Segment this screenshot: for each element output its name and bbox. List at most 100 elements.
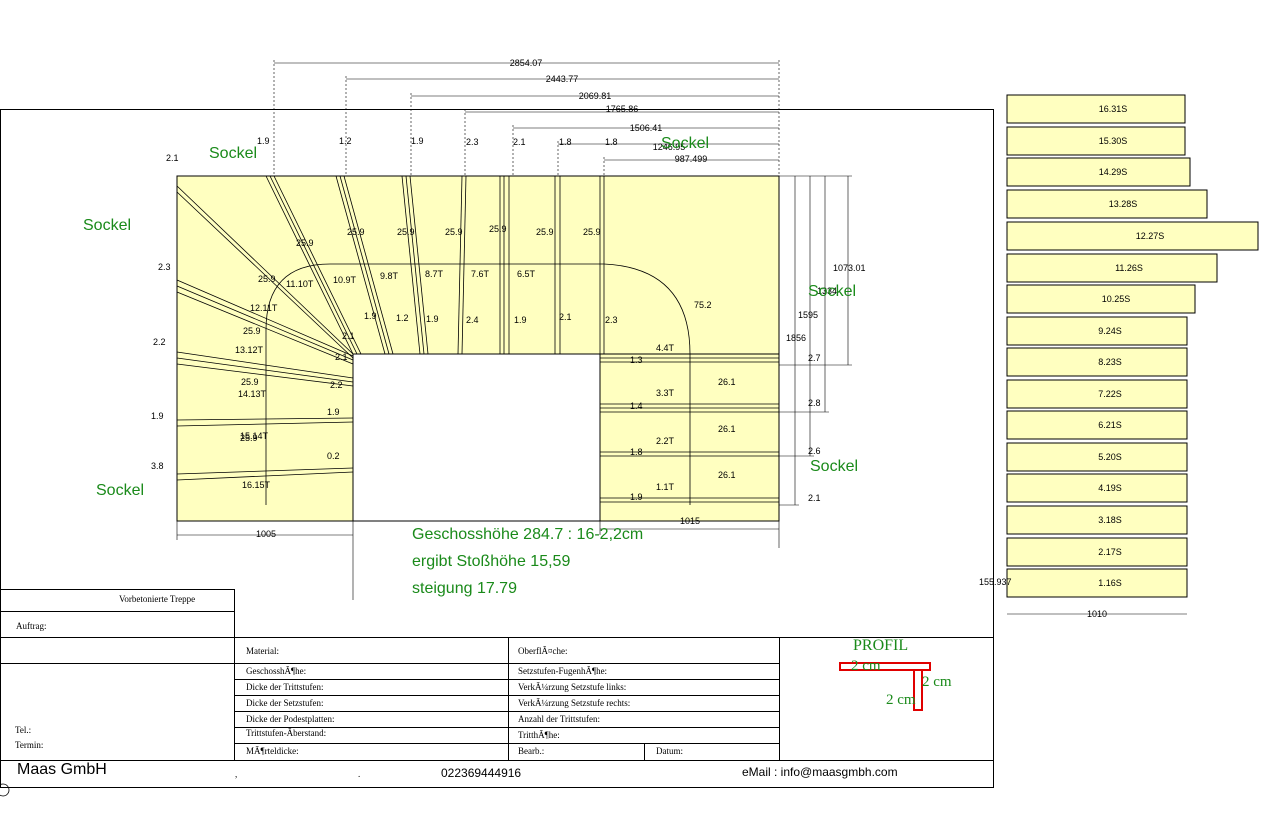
oberflaeche-label: OberflÃ¤che: xyxy=(518,646,567,656)
stock-item: 10.25S xyxy=(1102,294,1131,304)
stock-item: 15.30S xyxy=(1099,136,1128,146)
inner-label: 1.9 xyxy=(426,314,439,324)
inner-label: 0.2 xyxy=(327,451,340,461)
footer-email: eMail : info@maasgmbh.com xyxy=(742,765,898,779)
inner-label: 1.8 xyxy=(630,447,643,457)
title-block xyxy=(0,589,993,761)
dimension-lines-right xyxy=(779,175,852,506)
dicke-setz-label: Dicke der Setzstufen: xyxy=(246,698,323,708)
title-block-title: Vorbetonierte Treppe xyxy=(119,594,195,604)
origin-marker-icon xyxy=(0,783,10,797)
tread-label: 12.11T xyxy=(250,303,278,313)
tread-width: 25.9 xyxy=(397,227,415,237)
note-line: ergibt Stoßhöhe 15,59 xyxy=(412,553,570,570)
dicke-podest-label: Dicke der Podestplatten: xyxy=(246,714,334,724)
right-dimension: 1856 xyxy=(786,333,806,343)
tread-label: 8.7T xyxy=(425,269,444,279)
stock-item: 1.16S xyxy=(1098,578,1122,588)
left-small-label: 2.2 xyxy=(153,337,166,347)
company-name: Maas GmbH xyxy=(17,761,107,778)
top-small-label: 1.2 xyxy=(339,136,352,146)
tread-label: 3.3T xyxy=(656,388,675,398)
left-small-label: 2.3 xyxy=(158,262,171,272)
profil-horizontal-bar xyxy=(839,662,931,671)
profil-vertical-bar xyxy=(913,669,923,711)
profil-label: PROFIL xyxy=(853,637,908,654)
top-small-label: 1.8 xyxy=(559,137,572,147)
inner-label: 1.4 xyxy=(630,401,643,411)
top-small-label: 1.8 xyxy=(605,137,618,147)
top-dimension: 987.499 xyxy=(675,154,708,164)
bottom-dimension: 1015 xyxy=(680,516,700,526)
tread-label: 6.5T xyxy=(517,269,536,279)
drawing-frame xyxy=(0,109,994,788)
tread-width: 25.9 xyxy=(243,326,261,336)
note-line: steigung 17.79 xyxy=(412,580,517,597)
inner-label: 1.9 xyxy=(514,315,527,325)
landing-depth: 26.1 xyxy=(718,470,736,480)
stock-item: 7.22S xyxy=(1098,389,1122,399)
landing-depth: 26.1 xyxy=(718,377,736,387)
tread-label: 9.8T xyxy=(380,271,399,281)
right-small-label: 2.6 xyxy=(808,446,821,456)
inner-label: 1.9 xyxy=(630,492,643,502)
dimension-lines-bottom xyxy=(176,521,780,600)
inner-label: 2.2 xyxy=(330,380,343,390)
dicke-tritt-label: Dicke der Trittstufen: xyxy=(246,682,324,692)
top-dimension: 1246.95 xyxy=(653,142,686,152)
material-label: Material: xyxy=(246,646,279,656)
inner-label: 2.1 xyxy=(335,352,348,362)
stock-item: 11.26S xyxy=(1115,263,1143,273)
profil-dim: 2 cm xyxy=(886,692,916,708)
left-small-label: 2.1 xyxy=(166,153,179,163)
landing-depth: 26.1 xyxy=(718,424,736,434)
top-dimension: 2443.77 xyxy=(546,74,579,84)
verk-rechts-label: VerkÃ¼rzung Setzstufe rechts: xyxy=(518,698,630,708)
footer-phone: 022369444916 xyxy=(441,766,521,780)
tread-width: 25.9 xyxy=(489,224,507,234)
sockel-label: Sockel xyxy=(83,217,131,234)
verk-links-label: VerkÃ¼rzung Setzstufe links: xyxy=(518,682,626,692)
note-line: Geschosshöhe 284.7 : 16-2,2cm xyxy=(412,526,643,543)
stock-item: 13.28S xyxy=(1109,199,1138,209)
right-small-label: 2.8 xyxy=(808,398,821,408)
tread-label: 13.12T xyxy=(235,345,264,355)
winder-lines-left xyxy=(176,185,354,481)
left-small-label: 1.9 xyxy=(151,411,164,421)
tread-label: 7.6T xyxy=(471,269,490,279)
landing-fill xyxy=(599,353,780,522)
profil-dim: 2 cm xyxy=(922,674,952,690)
top-small-label: 2.1 xyxy=(513,137,526,147)
sockel-label: Sockel xyxy=(661,135,709,152)
termin-label: Termin: xyxy=(15,740,43,750)
tread-label: 11.10T xyxy=(286,279,314,289)
top-dimension: 1506.41 xyxy=(630,123,663,133)
tread-label: 15.14T xyxy=(240,431,269,441)
top-dimension: 2854.07 xyxy=(510,58,543,68)
auftrag-label: Auftrag: xyxy=(16,621,47,631)
inner-label: 2.1 xyxy=(559,312,572,322)
footer-separator: , xyxy=(235,769,237,779)
stock-item: 2.17S xyxy=(1098,547,1122,557)
tread-label: 10.9T xyxy=(333,275,357,285)
right-small-label: 2.7 xyxy=(808,353,821,363)
top-small-label: 1.9 xyxy=(411,136,424,146)
curve-label: 75.2 xyxy=(694,300,712,310)
datum-label: Datum: xyxy=(656,746,683,756)
inner-label: 2.3 xyxy=(605,315,618,325)
landing-treads xyxy=(600,357,779,503)
left-small-label: 3.8 xyxy=(151,461,164,471)
stock-side-label: 155.937 xyxy=(979,577,1012,587)
profil-dim: 2 cm xyxy=(851,658,881,674)
tread-label: 16.15T xyxy=(242,480,271,490)
ueberstand-label: Trittstufen-Ãberstand: xyxy=(246,728,326,738)
tread-label: 14.13T xyxy=(238,389,267,399)
inner-label: 1.9 xyxy=(364,311,377,321)
anzahl-label: Anzahl der Trittstufen: xyxy=(518,714,600,724)
tread-width: 25.9 xyxy=(536,227,554,237)
footer-separator: . xyxy=(358,769,360,779)
tread-width: 25.9 xyxy=(258,274,276,284)
moertel-label: MÃ¶rteldicke: xyxy=(246,746,299,756)
tread-width: 25.9 xyxy=(241,377,259,387)
